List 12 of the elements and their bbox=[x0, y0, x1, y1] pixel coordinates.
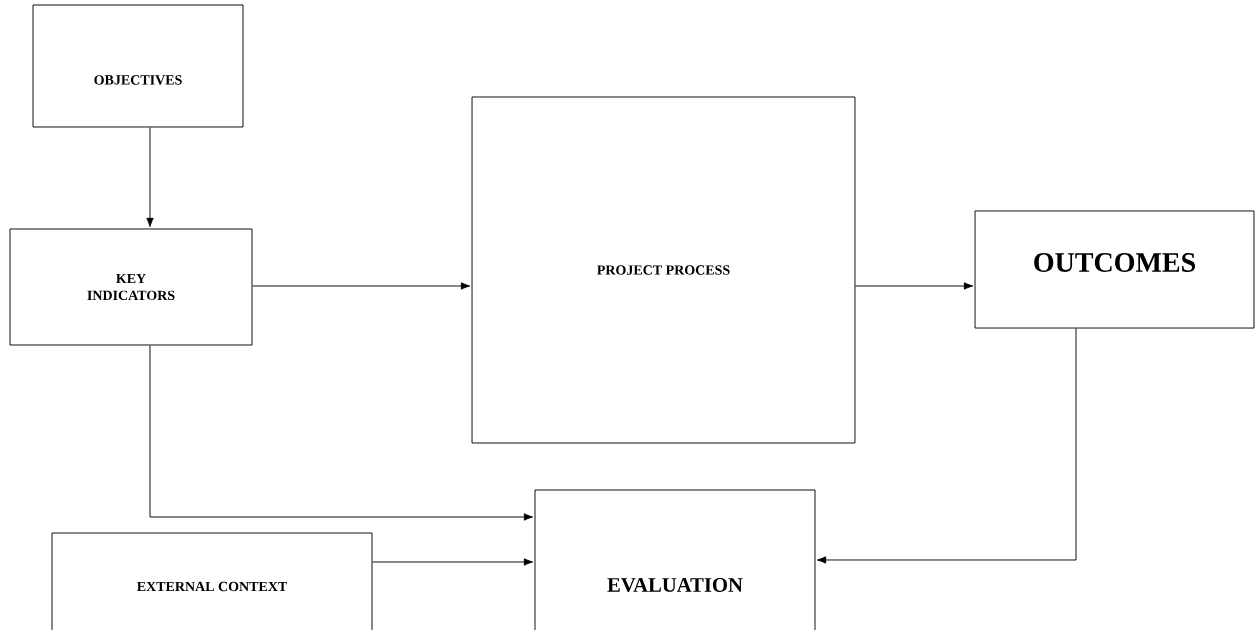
process-box: KEY INDICATORS bbox=[9, 228, 253, 346]
process-box: OBJECTIVES bbox=[32, 4, 244, 128]
arrow bbox=[854, 282, 974, 290]
process-box: EXTERNAL CONTEXT bbox=[51, 532, 373, 630]
process-box: PROJECT PROCESS bbox=[471, 96, 856, 444]
process-box: EVALUATION bbox=[534, 489, 816, 630]
arrow bbox=[149, 345, 534, 521]
arrow bbox=[816, 328, 1077, 564]
process-box: OUTCOMES bbox=[974, 210, 1255, 329]
arrow bbox=[372, 558, 534, 566]
arrow bbox=[146, 127, 154, 228]
arrow bbox=[252, 282, 471, 290]
